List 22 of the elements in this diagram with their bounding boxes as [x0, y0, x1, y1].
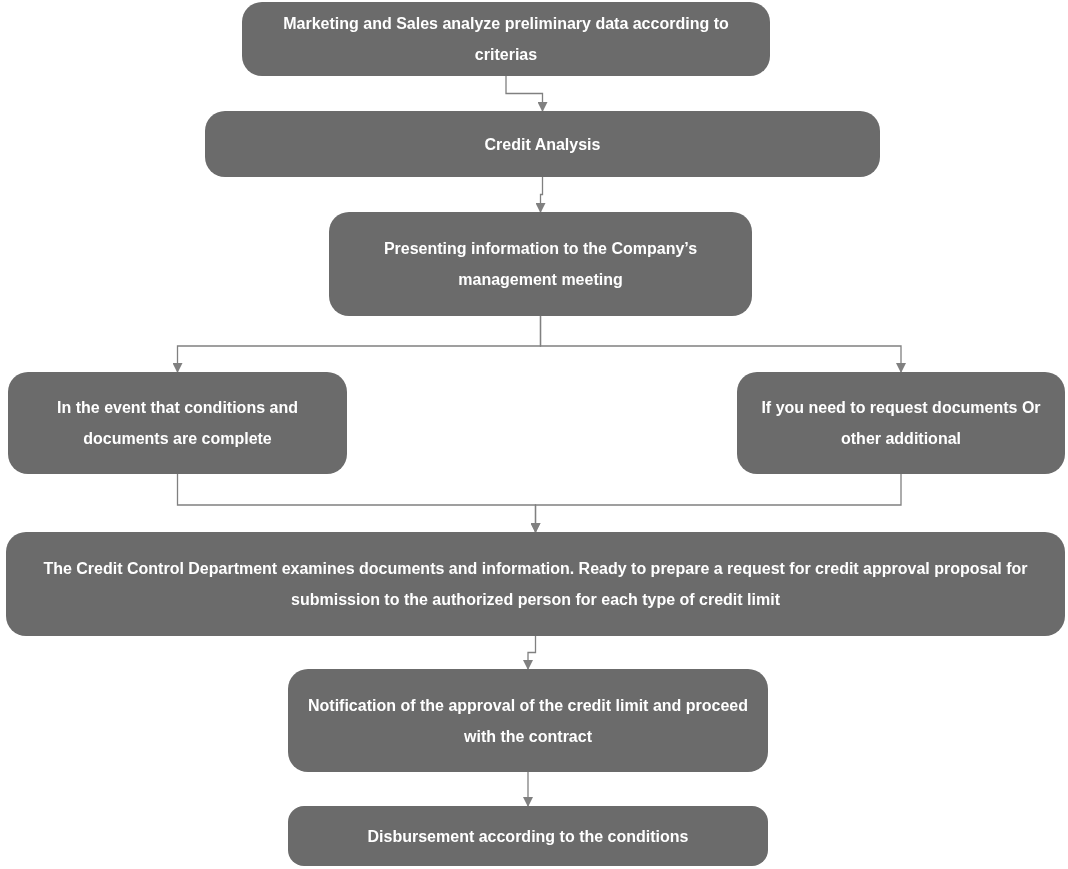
process-box: [737, 372, 1065, 474]
process-box: [8, 372, 347, 474]
arrow: [523, 771, 533, 807]
arrow: [505, 75, 548, 112]
step-text: Presenting information to the Company’s management meeting: [382, 239, 699, 290]
process-box: [288, 669, 768, 772]
process-box: [6, 532, 1065, 636]
process-box: [205, 111, 880, 177]
arrow: [530, 473, 902, 533]
arrow: [523, 635, 537, 670]
arrow: [535, 176, 546, 213]
step-text: Credit Analysis: [484, 134, 601, 155]
step-text: Disbursement according to the conditions: [367, 826, 689, 847]
arrow: [539, 315, 906, 373]
process-box: [242, 2, 770, 76]
step-text: If you need to request documents Or other additional: [760, 398, 1042, 449]
process-box: [329, 212, 752, 316]
step-text: The Credit Control Department examines documents and information. Ready to prepare a request for credit approval proposal for submission to the authorized person for each type of credit limit: [42, 559, 1029, 610]
step-text: Marketing and Sales analyze preliminary data according to criterias: [282, 14, 730, 65]
process-box: [288, 806, 768, 866]
step-text: In the event that conditions and documents are complete: [56, 398, 299, 449]
step-text: Notification of the approval of the credit limit and proceed with the contract: [306, 695, 749, 747]
